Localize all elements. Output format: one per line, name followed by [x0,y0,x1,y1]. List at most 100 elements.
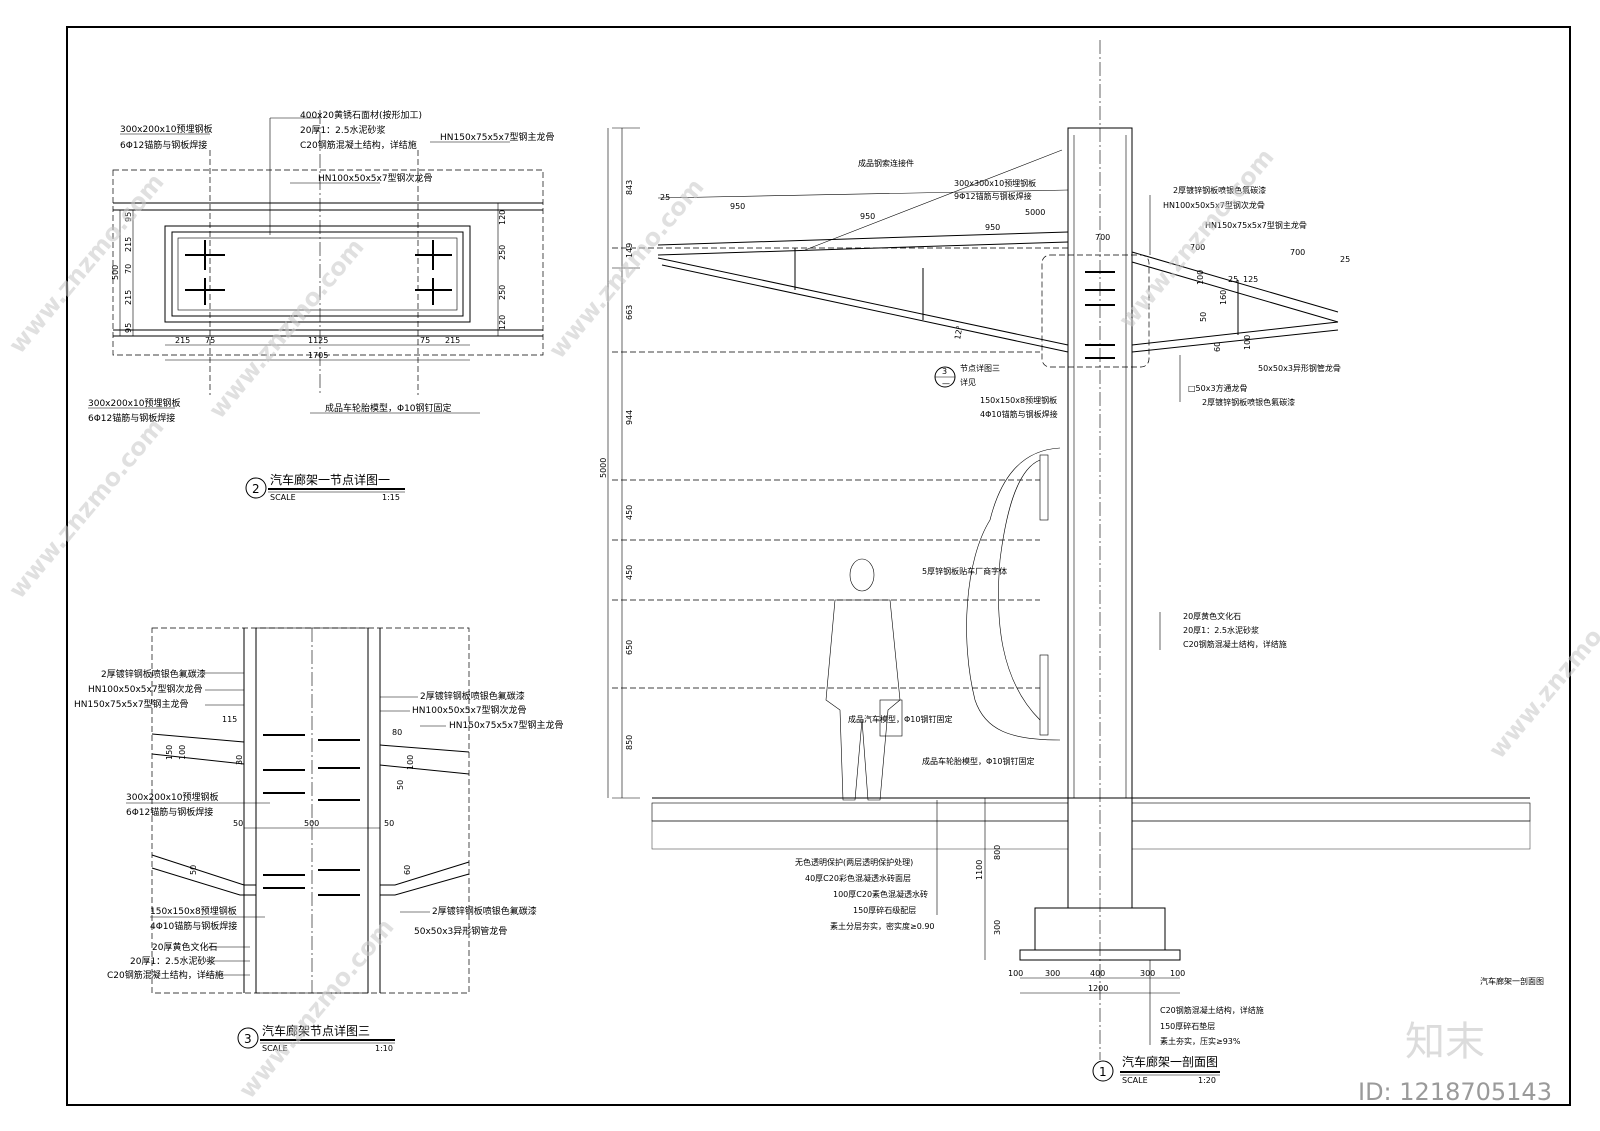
d3-dim: 500 [304,819,319,828]
main-dim-vertical: 450 [625,565,634,580]
watermark-layer: www.znzmo.com www.znzmo.com www.znzmo.co… [3,143,1600,1106]
d1-scale: 1:15 [382,493,400,502]
d1-label: 300x200x10预埋钢板 [120,123,212,135]
canopy-dim: 700 [1290,248,1305,257]
footing-dim-h: 300 [1140,969,1155,978]
ground-label: 150厚碎石级配层 [853,905,916,915]
canopy-dim: 950 [730,202,745,211]
footing-dim-v: 1100 [975,860,984,880]
footing-dim-h: 100 [1170,969,1185,978]
watermark-text: www.znzmo.com [3,413,169,604]
d3-label: 300x200x10预埋钢板 [126,791,218,803]
d1-label: HN150x75x5x7型钢主龙骨 [440,131,555,143]
d1-number: 2 [252,482,260,496]
detail-1: 95 215 70 215 95 500 120 250 250 120 215… [88,109,555,502]
d1-label: HN100x50x5x7型钢次龙骨 [318,172,433,184]
wall-label: 20厚黄色文化石 [1183,611,1241,621]
canopy-dim: 700 [1095,233,1110,242]
d1-dim-left-total: 500 [111,265,120,280]
wall-label: 20厚1：2.5水泥砂浆 [1183,625,1259,635]
d3-dim: 30 [235,755,244,765]
d1-dim-left: 95 [124,212,133,222]
main-dim-vertical: 149 [625,243,634,258]
concrete-hatch [177,237,458,311]
d3-label: 2厚镀锌钢板喷银色氟碳漆 [432,905,537,917]
d3-dim: 150 [165,745,174,760]
watermark-text: www.znzmo.com [203,233,369,424]
node-ref-line2: 详见 [960,377,976,387]
canopy-dim: 25 [660,193,670,202]
d1-dim-left: 70 [124,264,133,274]
d3-dim: 50 [189,865,198,875]
main-number: 1 [1099,1065,1107,1079]
main-dim-total: 5000 [599,458,608,478]
d1-title-marker [245,477,267,499]
footing-dim-v: 300 [993,920,1002,935]
mid-label: 成品汽车模型，Φ10钢钉固定 [848,714,952,724]
watermark-text: www.znzmo.com [1483,573,1600,764]
d1-scale-word: SCALE [270,493,296,502]
d1-dim-left: 215 [124,237,133,252]
d3-label: HN150x75x5x7型钢主龙骨 [74,698,189,710]
main-scale-word: SCALE [1122,1076,1148,1085]
d3-label: 20厚黄色文化石 [152,941,217,953]
d1-dim-left: 215 [124,290,133,305]
main-dim-vertical: 850 [625,735,634,750]
main-bottom-label: □50x3方通龙骨 [1188,383,1248,393]
d1-dim-left: 95 [124,323,133,333]
ground-label: 40厚C20彩色混凝透水砖面层 [805,873,911,883]
main-left-label: 9Φ12锚筋与钢板焊接 [954,191,1032,201]
main-top-label: 2厚镀锌钢板喷银色氟碳漆 [1173,185,1266,195]
main-section: 843 149 663 944 450 450 650 850 5000 25 … [599,40,1544,1085]
d3-label: 6Φ12锚筋与钢板焊接 [126,806,213,818]
footing-label: 素土夯实，压实≥93% [1160,1036,1241,1046]
d1-label: C20钢筋混凝土结构，详结施 [300,139,417,151]
small-dim: 25 [1228,275,1238,284]
d3-label: HN150x75x5x7型钢主龙骨 [449,719,564,731]
small-dim: 60 [1213,342,1222,352]
d1-dim-right: 120 [498,315,507,330]
mid-label: 5厚锌钢板贴车厂商字体 [922,566,1007,576]
ground-label: 100厚C20素色混凝透水砖 [833,889,928,899]
ground-label: 无色透明保护(两层透明保护处理) [795,857,913,867]
brand-logo: 知末 [1405,1019,1485,1065]
main-dim-vertical: 450 [625,505,634,520]
canopy-dim: 950 [985,223,1000,232]
main-left-label: 300x300x10预埋钢板 [954,178,1036,188]
small-dim: 12° [953,325,964,341]
watermark-text: www.znzmo.com [233,913,399,1104]
d3-dim: 60 [403,865,412,875]
small-dim: 100 [1196,270,1205,285]
main-bottom-label: 2厚镀锌钢板喷银色氟碳漆 [1202,397,1295,407]
plate-label: 150x150x8预埋钢板 [980,395,1057,405]
canopy-dim: 700 [1190,243,1205,252]
d1-dim-bottom: 75 [420,336,430,345]
footing-dim-h: 400 [1090,969,1105,978]
footing-label: 150厚碎石垫层 [1160,1021,1215,1031]
d3-label: C20钢筋混凝土结构，详结施 [107,969,224,981]
d1-label: 20厚1：2.5水泥砂浆 [300,124,386,136]
d1-dim-bottom: 215 [175,336,190,345]
plate-label: 4Φ10锚筋与钢板焊接 [980,409,1058,419]
car-model [966,447,1061,741]
watermark-text: www.znzmo.com [543,173,709,364]
footing-dim-h: 300 [1045,969,1060,978]
d1-label: 成品车轮胎模型，Φ10钢钉固定 [325,402,452,414]
footing-dim-total: 1200 [1088,984,1108,993]
person-figure [825,558,903,801]
d1-dim-right: 250 [498,245,507,260]
canopy-dim: 5000 [1025,208,1045,217]
d3-label: 4Φ10锚筋与钢板焊接 [150,920,237,932]
canopy-dim: 25 [1340,255,1350,264]
small-dim: 125 [1243,275,1258,284]
column [1067,127,1133,799]
d3-label: 2厚镀锌钢板喷银色氟碳漆 [420,690,525,702]
canopy [657,149,1339,368]
d1-label: 6Φ12锚筋与钢板焊接 [88,412,175,424]
d3-dim: 50 [233,819,243,828]
main-dim-vertical: 650 [625,640,634,655]
main-top-label: HN100x50x5x7型钢次龙骨 [1163,200,1265,210]
d1-dim-bottom: 75 [205,336,215,345]
small-dim: 50 [1199,312,1208,322]
